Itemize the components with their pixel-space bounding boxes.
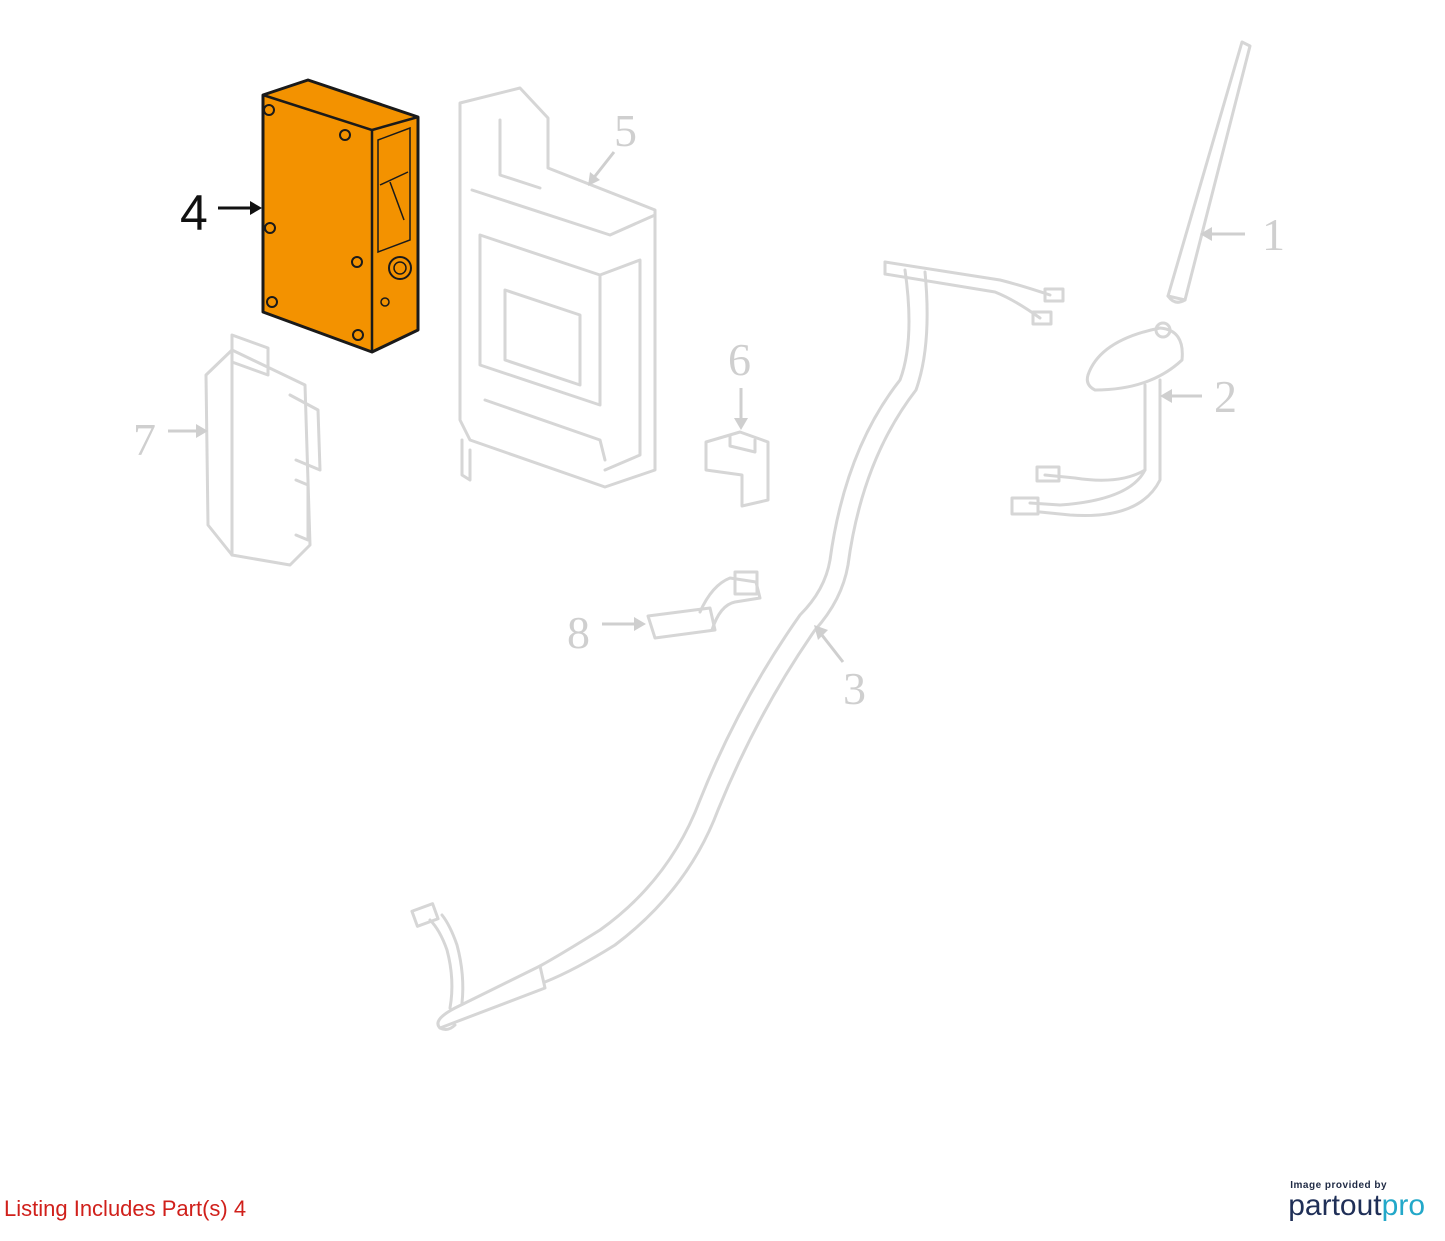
callout-8-arrow [602,617,646,631]
callout-4-arrow [218,201,262,215]
logo-text-partout: partout [1288,1189,1382,1222]
image-credit: Image provided by partoutpro [1288,1180,1425,1221]
partoutpro-logo: partoutpro [1288,1191,1425,1221]
callout-8: 8 [567,607,590,658]
part-2-antenna-base [1010,321,1184,518]
part-1-antenna-mast [1166,40,1252,304]
callout-3: 3 [843,663,866,714]
callout-1: 1 [1262,209,1285,260]
callout-6: 6 [728,334,751,385]
logo-text-pro: pro [1381,1189,1425,1222]
listing-includes-note: Listing Includes Part(s) 4 [4,1196,247,1221]
callout-5-arrow [588,151,616,186]
callout-7: 7 [133,414,156,465]
part-3-antenna-cable [410,260,1065,1031]
part-4-module-highlighted [261,78,420,354]
part-5-bracket [458,86,657,489]
callout-2-arrow [1160,389,1202,403]
parts-diagram: 1 2 3 [133,40,1285,1031]
part-8-pigtail [646,570,762,640]
part-7-control-module [204,333,322,567]
callout-5: 5 [614,105,637,156]
callout-6-arrow [734,388,748,430]
callout-7-arrow [168,424,208,438]
callout-2: 2 [1214,371,1237,422]
callout-3-arrow [814,625,845,663]
part-6-connector [704,430,770,508]
callout-4: 4 [180,185,208,241]
credit-caption: Image provided by [1290,1180,1388,1191]
callout-1-arrow [1200,227,1245,241]
